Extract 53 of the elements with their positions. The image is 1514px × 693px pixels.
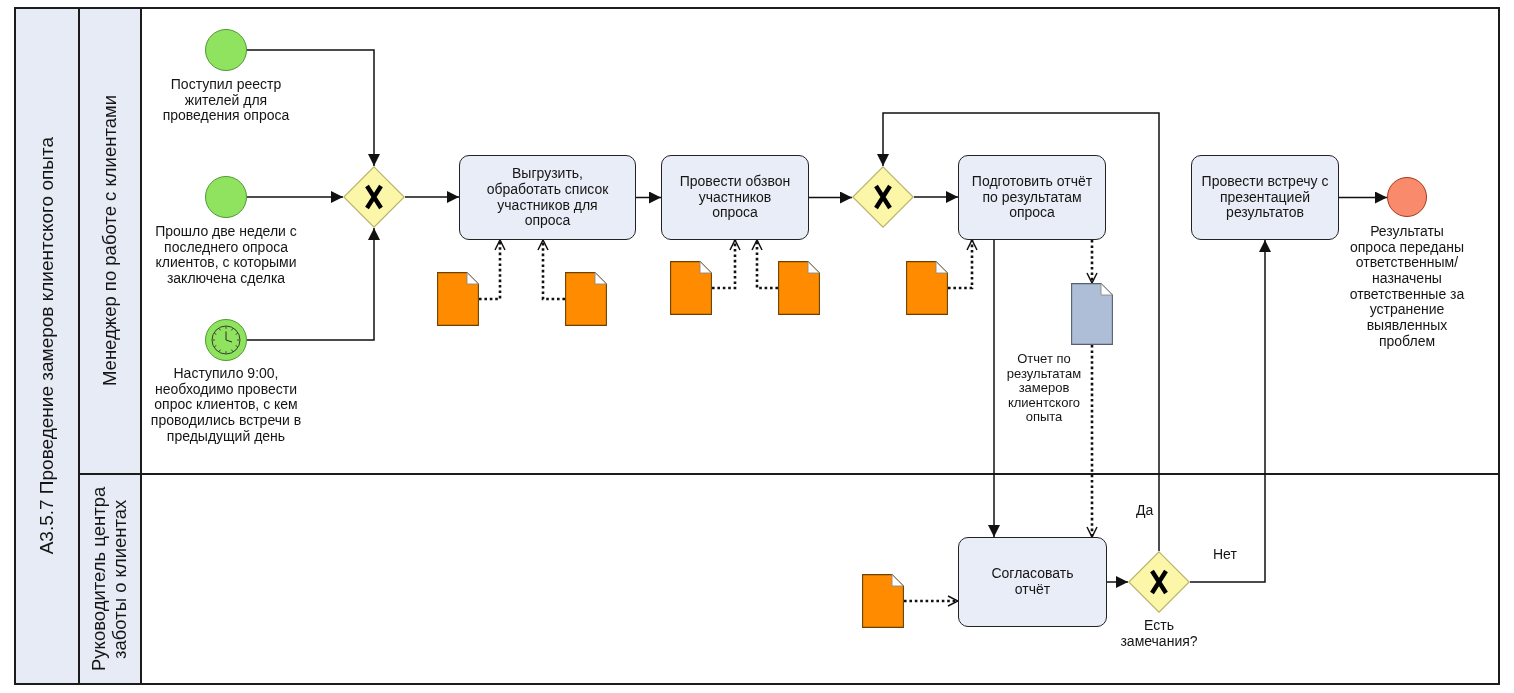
swimlane xyxy=(78,7,1500,475)
dotted-arrow xyxy=(479,239,506,301)
process-box: Провести обзвон участников опроса xyxy=(661,155,809,240)
event-label: Прошло две недели с последнего опроса клиентов, с которыми заключена сделка xyxy=(154,224,298,287)
flow-arrow xyxy=(404,191,460,203)
process-box: Согласовать отчёт xyxy=(958,537,1107,627)
document-icon xyxy=(565,272,607,326)
gateway-label: Есть замечания? xyxy=(1119,618,1199,650)
flow-arrow xyxy=(1106,576,1129,588)
process-box: Выгрузить, обработать список участников для опроса xyxy=(459,155,636,240)
timer-event-circle xyxy=(205,319,247,361)
lane-label: Менеджер по работе с клиентами xyxy=(99,95,121,387)
flow-arrow xyxy=(1338,191,1388,204)
dotted-arrow xyxy=(904,595,959,607)
gateway-diamond xyxy=(1128,551,1190,613)
dotted-arrow xyxy=(751,239,778,290)
document-icon xyxy=(670,261,712,315)
process-box: Провести встречу с презентацией результатов xyxy=(1191,155,1339,240)
dotted-arrow xyxy=(1086,240,1098,284)
start-event-circle xyxy=(205,176,247,218)
document-icon xyxy=(906,261,948,315)
flow-arrow xyxy=(635,191,662,204)
pool xyxy=(14,7,1500,685)
event-label: Результаты опроса переданы ответственным/ назначены ответственные за устранение выявленных проблем xyxy=(1348,224,1466,350)
flow-arrow xyxy=(808,191,853,204)
edge-label: Нет xyxy=(1213,547,1237,563)
swimlane xyxy=(78,473,1500,685)
dotted-arrow xyxy=(1086,345,1098,538)
flow-arrow xyxy=(988,239,1000,538)
document-icon xyxy=(778,261,820,315)
flow-arrow xyxy=(877,112,1160,552)
flow-arrow xyxy=(246,191,344,203)
dotted-arrow xyxy=(537,239,565,301)
dotted-arrow xyxy=(948,239,978,290)
flow-arrow xyxy=(1189,239,1271,583)
flow-arrow xyxy=(246,227,380,341)
document-icon xyxy=(437,272,479,326)
document-icon xyxy=(1071,283,1113,345)
event-label: Наступило 9:00, необходимо провести опрос клиентов, с кем проводились встречи в предыдущий день xyxy=(149,366,303,445)
end-event-circle xyxy=(1387,177,1427,217)
gateway-diamond xyxy=(343,166,405,228)
document-label: Отчет по результатам замеров клиентского опыта xyxy=(1005,352,1083,425)
process-box: Подготовить отчёт по результатам опроса xyxy=(958,155,1106,240)
dotted-arrow xyxy=(712,239,741,290)
lane-label: Руководитель центра заботы о клиентах xyxy=(89,485,131,674)
start-event-circle xyxy=(205,29,247,71)
flow-arrow xyxy=(913,191,959,203)
pool-label: A3.5.7 Проведение замеров клиентского опыта xyxy=(36,137,58,555)
edge-label: Да xyxy=(1136,503,1154,519)
event-label: Поступил реестр жителей для проведения опроса xyxy=(161,77,291,124)
document-icon xyxy=(862,574,904,628)
gateway-diamond xyxy=(852,166,914,228)
flow-arrow xyxy=(246,49,380,167)
